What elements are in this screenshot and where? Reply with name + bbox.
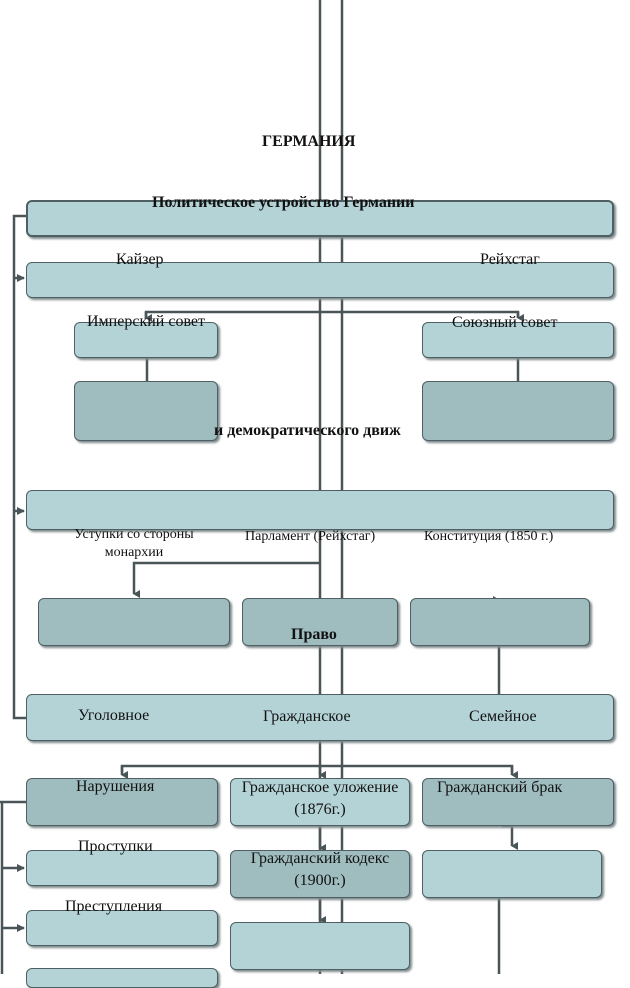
parliament-empty-box: [242, 598, 398, 646]
page-title: ГЕРМАНИЯ: [262, 133, 356, 150]
civil-code-1900-box: [230, 850, 410, 898]
civil-code-1876-label: Гражданское уложение (1876г.): [241, 779, 399, 818]
crimes-box: [26, 910, 218, 946]
kaiser-reichstag-box: [26, 262, 614, 298]
family-law-label: Семейное: [469, 708, 537, 725]
criminal-empty-box: [26, 968, 218, 988]
misdemeanors-label: Проступки: [78, 838, 153, 855]
crimes-label: Преступления: [65, 898, 163, 915]
political-header-box: [26, 200, 614, 237]
parliament-label: Парламент (Рейхстаг): [245, 529, 376, 544]
misdemeanors-box: [26, 850, 218, 886]
concessions-empty-box: [38, 598, 230, 646]
constitution-empty-box: [410, 598, 590, 646]
democratic-movement-box: [26, 490, 614, 530]
concessions-label: Уступки со стороны монархии: [74, 527, 194, 560]
civil-code-1876-box: [230, 778, 410, 826]
kaiser-label: Кайзер: [116, 251, 164, 268]
civil-empty-box: [230, 922, 410, 970]
civil-law-label: Гражданское: [263, 708, 351, 725]
imperial-council-box: [74, 322, 218, 358]
violations-label: Нарушения: [76, 778, 155, 795]
federal-council-empty-box: [422, 381, 614, 441]
criminal-law-label: Уголовное: [78, 707, 150, 724]
democratic-movement-heading: и демократического движ: [214, 422, 401, 439]
violations-box: [26, 778, 218, 826]
family-empty-box: [422, 850, 602, 898]
federal-council-box: [422, 322, 614, 358]
law-header: Право: [291, 626, 337, 643]
civil-code-1900-label: Гражданский кодекс (1900г.): [250, 850, 390, 889]
civil-marriage-label: Гражданский брак: [437, 779, 563, 796]
federal-council-label: Союзный совет: [452, 314, 558, 331]
imperial-council-empty-box: [74, 381, 218, 441]
reichstag-label: Рейхстаг: [480, 251, 540, 268]
law-branches-box: [26, 694, 614, 741]
civil-marriage-box: [422, 778, 614, 826]
political-header: Политическое устройство Германии: [152, 194, 415, 211]
constitution-label: Конституция (1850 г.): [424, 529, 554, 544]
imperial-council-label: Имперский совет: [87, 313, 205, 330]
